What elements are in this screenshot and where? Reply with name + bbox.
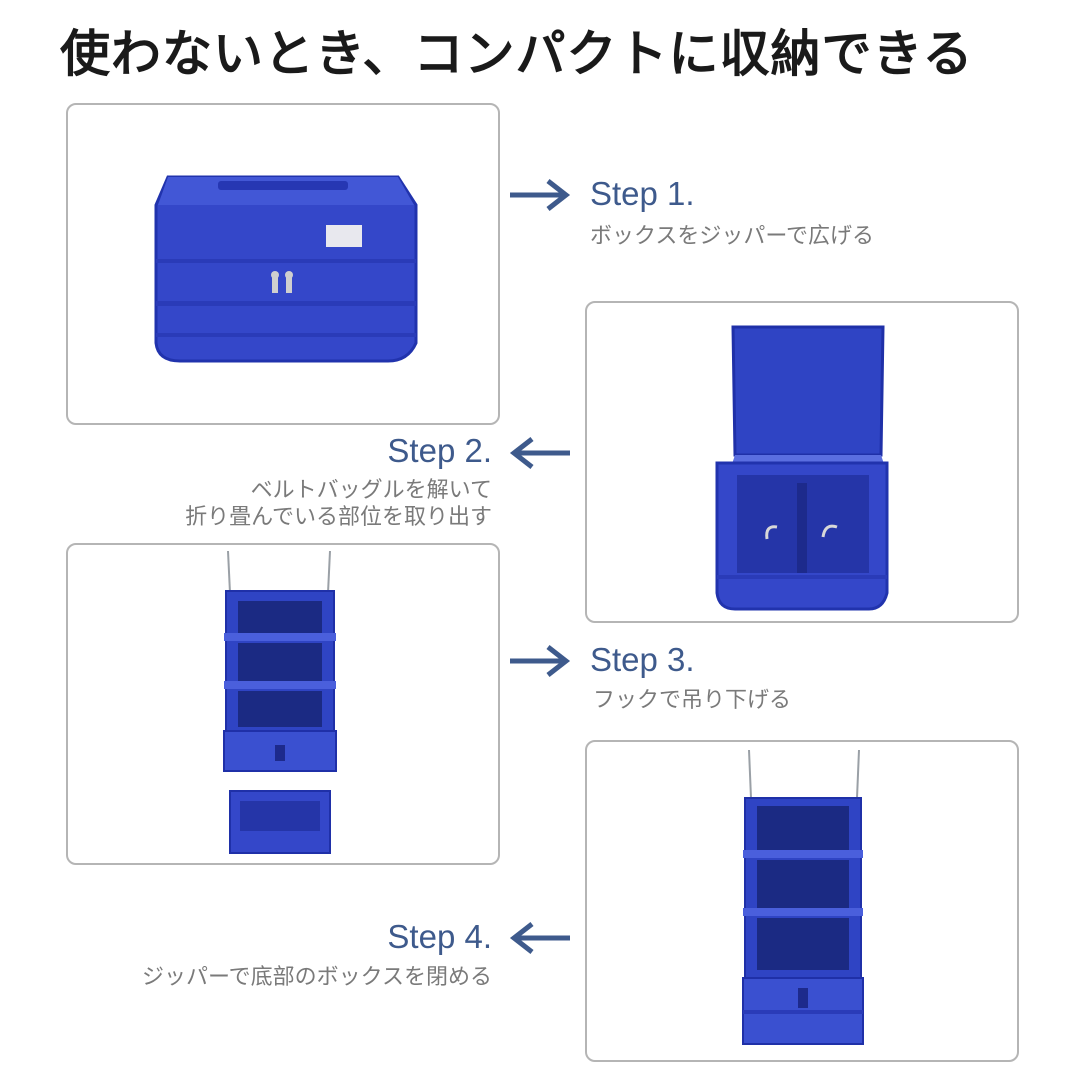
step-1-description: ボックスをジッパーで広げる — [590, 224, 875, 249]
page-title: 使わないとき、コンパクトに収納できる — [60, 25, 974, 83]
photo-frame-hanging-closed — [585, 740, 1019, 1062]
step-3-label: Step 3. — [590, 641, 695, 678]
left-arrow-icon — [509, 922, 570, 954]
photo-frame-closed-cube — [66, 103, 500, 425]
step-4-description: ジッパーで底部のボックスを閉める — [141, 965, 492, 990]
hanging-organizer-closed-image — [742, 749, 864, 1045]
photo-frame-hanging-open — [66, 543, 500, 865]
closed-cube-image — [154, 175, 418, 363]
photo-frame-opened-box — [585, 301, 1019, 623]
step-2-description-line-1: ベルトバッグルを解いて — [250, 478, 492, 503]
hanging-organizer-open-image — [223, 550, 337, 854]
opened-box-image — [715, 325, 889, 611]
step-2-description-line-2: 折り畳んでいる部位を取り出す — [185, 505, 492, 530]
right-arrow-icon — [510, 645, 571, 677]
step-3-description: フックで吊り下げる — [593, 688, 792, 713]
left-arrow-icon — [509, 437, 570, 469]
step-4-label: Step 4. — [387, 918, 492, 955]
step-2-label: Step 2. — [387, 432, 492, 469]
step-1-label: Step 1. — [590, 175, 695, 212]
right-arrow-icon — [510, 179, 571, 211]
